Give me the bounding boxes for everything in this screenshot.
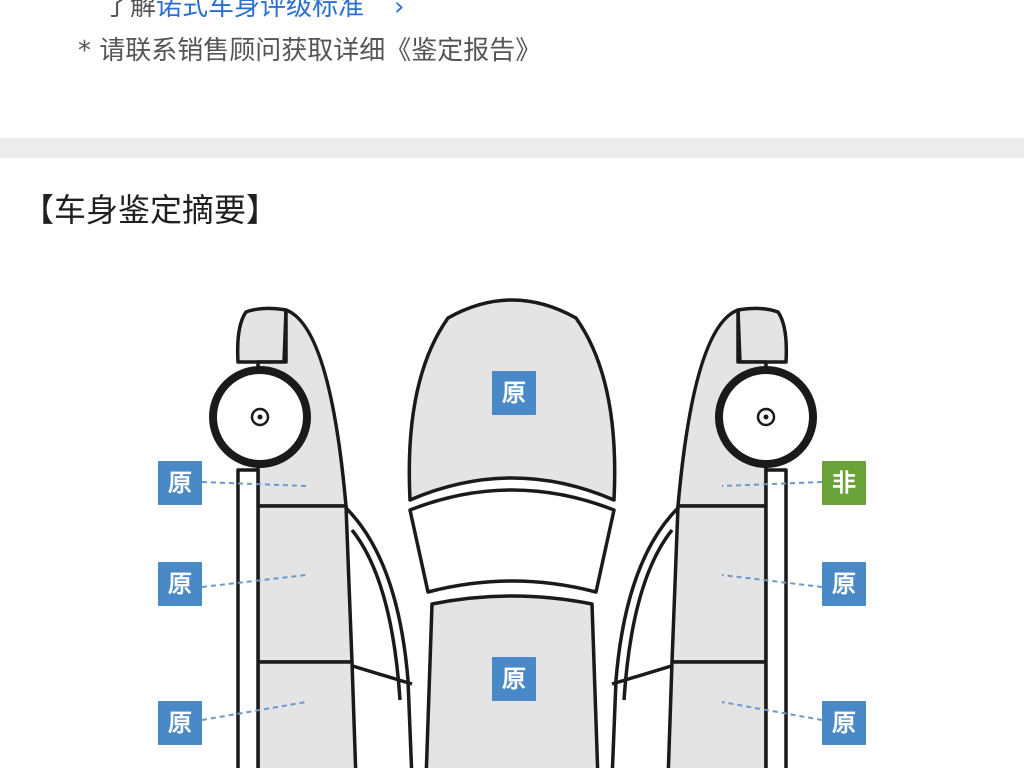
right-front-door-badge[interactable] xyxy=(822,562,866,606)
status-badges: 原 原 原 原 原 非 原 原 xyxy=(158,371,866,745)
left-front-door-panel[interactable] xyxy=(256,504,354,664)
pillar-right-inner xyxy=(622,528,674,701)
left-rear-door-badge[interactable] xyxy=(158,701,202,745)
body-side-left xyxy=(344,506,414,768)
rating-standard-link[interactable]: 诺式车身评级标准 xyxy=(156,0,365,22)
leader-right-front-door xyxy=(721,574,823,588)
left-headlight xyxy=(235,306,288,364)
roof-badge[interactable] xyxy=(492,657,536,701)
left-front-door-badge[interactable] xyxy=(158,562,202,606)
mirror-line-right xyxy=(611,662,679,686)
section-title: 【车身鉴定摘要】 xyxy=(22,191,279,229)
left-side-view xyxy=(209,306,358,768)
left-wheel-center xyxy=(257,414,263,420)
roof-badge-label: 原 xyxy=(502,665,526,693)
learn-prefix: 了解 xyxy=(104,0,157,22)
report-note: * 请联系销售顾问获取详细《鉴定报告》 xyxy=(78,36,542,66)
left-front-door-badge-label: 原 xyxy=(168,570,192,598)
right-front-door-panel[interactable] xyxy=(670,504,768,664)
hood-badge[interactable] xyxy=(492,371,536,415)
leader-right-rear-door xyxy=(721,701,823,721)
pillar-left-inner xyxy=(350,528,402,701)
right-rear-door-badge[interactable] xyxy=(822,701,866,745)
left-sill xyxy=(236,468,260,768)
chevron-right-icon[interactable]: › xyxy=(394,0,405,22)
windshield xyxy=(408,488,616,594)
body-side-right xyxy=(610,506,680,768)
right-side-view xyxy=(666,306,817,768)
right-rear-door-badge-label: 原 xyxy=(832,709,856,737)
right-front-fender-badge[interactable] xyxy=(822,461,866,505)
left-front-fender-badge[interactable] xyxy=(158,461,202,505)
right-sill xyxy=(764,468,788,768)
leader-right-front-fender xyxy=(721,481,823,487)
right-front-fender-badge-label: 非 xyxy=(832,469,856,497)
right-wheel-center xyxy=(763,414,769,420)
mirror-line-left xyxy=(345,662,413,686)
right-rear-door-panel[interactable] xyxy=(666,660,768,768)
left-rear-door-badge-label: 原 xyxy=(168,709,192,737)
info-section: 了解诺式车身评级标准 › * 请联系销售顾问获取详细《鉴定报告》 xyxy=(0,0,1024,138)
left-rear-door-panel[interactable] xyxy=(256,660,358,768)
hood-badge-label: 原 xyxy=(502,379,526,407)
right-front-door-badge-label: 原 xyxy=(832,570,856,598)
left-front-fender-badge-label: 原 xyxy=(168,469,192,497)
section-divider xyxy=(0,138,1024,158)
right-headlight xyxy=(736,306,789,364)
learn-standard-row[interactable]: 了解诺式车身评级标准 › xyxy=(104,0,404,23)
